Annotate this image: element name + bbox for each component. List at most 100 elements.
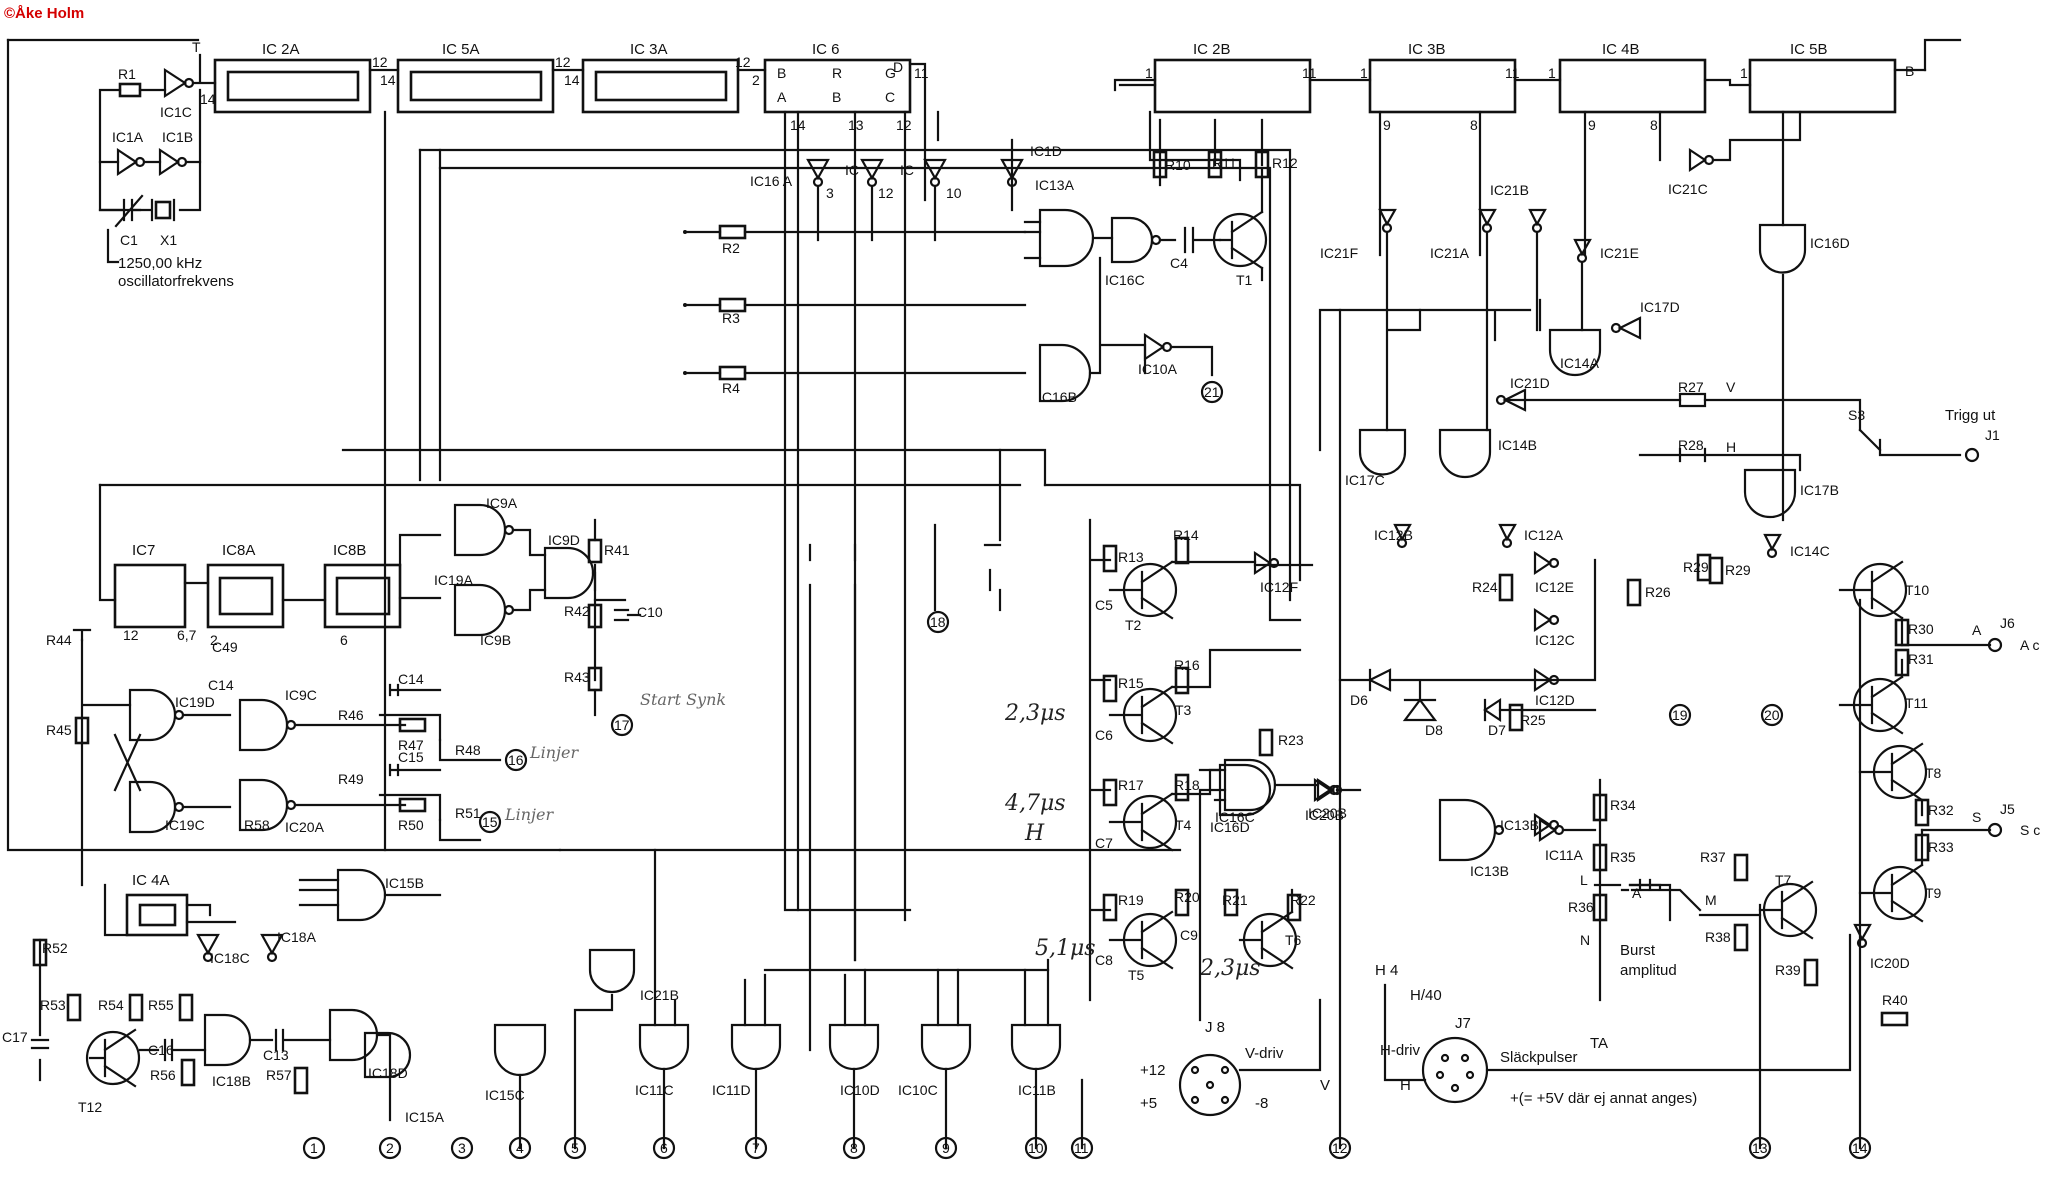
j7-connector [1421, 1036, 1489, 1104]
timing-transistors: T2 T3 T4 T5 T6 R13 R14 R15 R16 R17 R18 R… [1004, 518, 1316, 1002]
svg-text:11: 11 [914, 65, 929, 81]
svg-text:R14: R14 [1173, 527, 1199, 543]
svg-text:T4: T4 [1175, 817, 1192, 833]
svg-text:IC21F: IC21F [1320, 245, 1358, 261]
r1-resistor [118, 82, 142, 98]
svg-text:IC9C: IC9C [285, 687, 317, 703]
svg-text:IC19A: IC19A [434, 572, 474, 588]
svg-text:R52: R52 [42, 940, 68, 956]
svg-text:IC21A: IC21A [1430, 245, 1470, 261]
svg-text:R48: R48 [455, 742, 481, 758]
terminal-3: 3 [450, 1136, 474, 1160]
svg-text:IC12C: IC12C [1535, 632, 1575, 648]
svg-text:L: L [1580, 872, 1588, 888]
svg-text:C6: C6 [1095, 727, 1113, 743]
svg-text:12: 12 [555, 54, 571, 70]
svg-text:IC16D: IC16D [1210, 819, 1250, 835]
terminal-7: 7 [744, 1136, 768, 1160]
svg-text:D7: D7 [1488, 722, 1506, 738]
svg-text:T2: T2 [1125, 617, 1142, 633]
svg-text:IC15B: IC15B [385, 875, 424, 891]
svg-text:T9: T9 [1925, 885, 1942, 901]
svg-text:12: 12 [123, 627, 139, 643]
svg-text:R26: R26 [1645, 584, 1671, 600]
svg-text:2,3μs: 2,3μs [1004, 701, 1066, 726]
svg-text:IC 5B: IC 5B [1790, 41, 1828, 58]
svg-text:T11: T11 [1905, 695, 1928, 711]
svg-text:IC14C: IC14C [1790, 543, 1830, 559]
svg-text:R32: R32 [1928, 802, 1954, 818]
svg-text:R30: R30 [1908, 621, 1934, 637]
svg-text:R15: R15 [1118, 675, 1144, 691]
svg-text:R31: R31 [1908, 651, 1934, 667]
svg-text:IC15C: IC15C [485, 1087, 525, 1103]
svg-text:1: 1 [1740, 65, 1748, 81]
svg-text:R44: R44 [46, 632, 72, 648]
svg-text:R35: R35 [1610, 849, 1636, 865]
svg-text:IC17B: IC17B [1800, 482, 1839, 498]
svg-text:C5: C5 [1095, 597, 1113, 613]
svg-text:R56: R56 [150, 1067, 176, 1083]
svg-text:14: 14 [790, 117, 806, 133]
svg-text:2: 2 [386, 1140, 394, 1156]
terminal-18: 18 [926, 610, 950, 634]
svg-text:IC11A: IC11A [1545, 847, 1584, 863]
terminal-19: 19 [1668, 703, 1692, 727]
svg-text:IC14A: IC14A [1560, 355, 1600, 371]
svg-text:R13: R13 [1118, 549, 1144, 565]
svg-text:1: 1 [1360, 65, 1368, 81]
svg-text:R: R [832, 65, 842, 81]
svg-text:R41: R41 [604, 542, 630, 558]
bottom-decoder-gates: IC15C IC21B IC11C IC11D IC10D IC10C IC11… [485, 848, 1182, 1150]
svg-text:R4: R4 [722, 380, 740, 396]
svg-text:9: 9 [942, 1140, 950, 1156]
svg-text:B: B [1905, 63, 1914, 79]
svg-text:R18: R18 [1174, 777, 1200, 793]
terminal-8: 8 [842, 1136, 866, 1160]
svg-text:R2: R2 [722, 240, 740, 256]
svg-text:R42: R42 [564, 603, 590, 619]
svg-text:IC18D: IC18D [368, 1065, 408, 1081]
svg-text:15: 15 [482, 814, 498, 830]
svg-text:R49: R49 [338, 771, 364, 787]
frame-wires [6, 38, 1962, 852]
svg-text:IC15A: IC15A [405, 1109, 445, 1125]
svg-text:R27: R27 [1678, 379, 1704, 395]
svg-text:IC16C: IC16C [1215, 809, 1255, 825]
terminal-14: 14 [1848, 1136, 1872, 1160]
svg-text:IC 6: IC 6 [812, 41, 840, 58]
svg-text:10: 10 [1028, 1140, 1044, 1156]
svg-text:A: A [1632, 885, 1642, 901]
terminal-20: 20 [1760, 703, 1784, 727]
svg-text:C10: C10 [637, 604, 663, 620]
svg-text:18: 18 [930, 614, 946, 630]
terminal-markers: 1 2 3 4 5 6 7 8 9 10 11 12 13 14 15 16 1… [302, 380, 1872, 1160]
svg-text:R57: R57 [266, 1067, 292, 1083]
svg-text:IC18B: IC18B [212, 1073, 251, 1089]
svg-text:N: N [1580, 932, 1590, 948]
osc-note: oscillatorfrekvens [118, 273, 234, 290]
svg-text:R29: R29 [1725, 562, 1751, 578]
svg-text:IC 2B: IC 2B [1193, 41, 1231, 58]
svg-text:IC17D: IC17D [1640, 299, 1680, 315]
svg-text:J7: J7 [1455, 1015, 1471, 1032]
svg-text:12: 12 [372, 54, 388, 70]
lower-left-section: IC 4A IC18C IC18A IC15B IC15A T12 R52 C1… [2, 868, 445, 1125]
svg-text:R23: R23 [1278, 732, 1304, 748]
svg-text:V: V [1320, 1077, 1330, 1094]
svg-text:IC9D: IC9D [548, 532, 580, 548]
svg-text:R53: R53 [40, 997, 66, 1013]
svg-text:IC12E: IC12E [1535, 579, 1574, 595]
svg-text:IC19C: IC19C [165, 817, 205, 833]
terminal-13: 13 [1748, 1136, 1772, 1160]
svg-text:B: B [832, 89, 841, 105]
svg-text:IC12A: IC12A [1524, 527, 1564, 543]
svg-text:R21: R21 [1222, 892, 1248, 908]
svg-text:T: T [192, 39, 201, 55]
svg-text:11: 11 [1074, 1140, 1089, 1156]
svg-text:11: 11 [1302, 65, 1317, 81]
interconnect-bus [341, 110, 1862, 1150]
svg-text:5: 5 [571, 1140, 579, 1156]
terminal-6: 6 [652, 1136, 676, 1160]
